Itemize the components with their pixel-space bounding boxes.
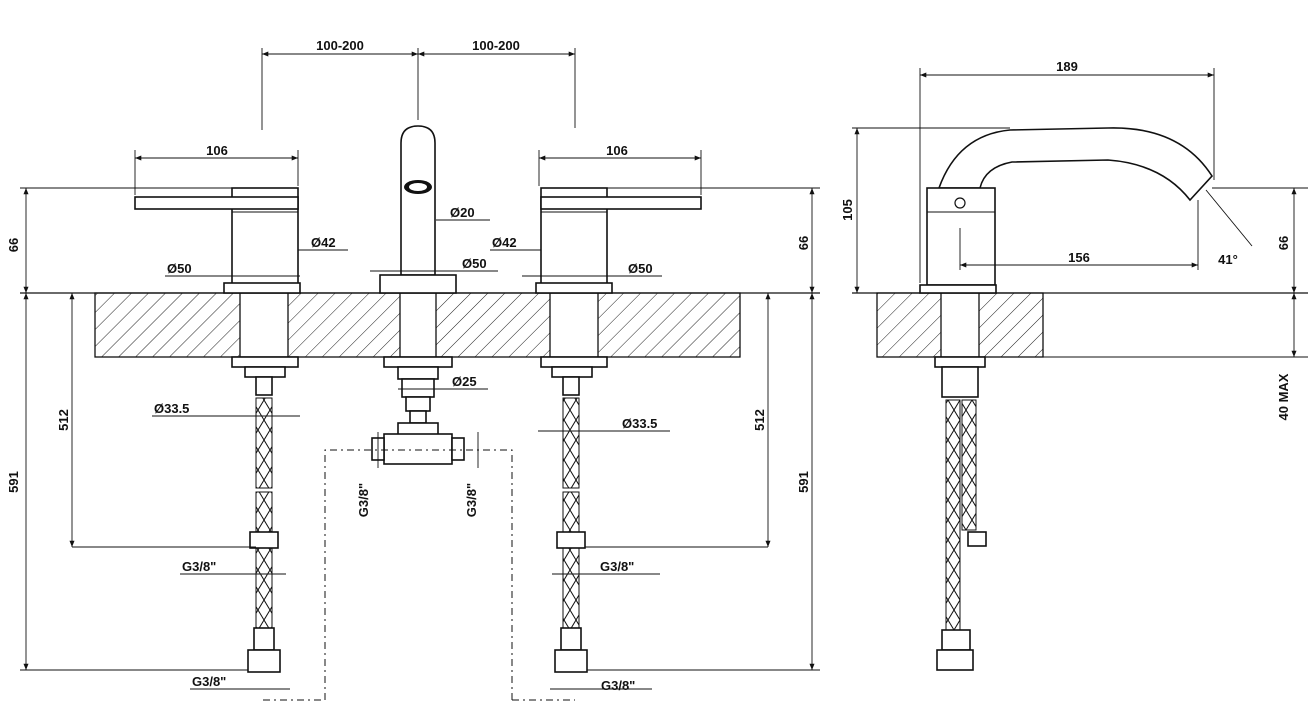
base-diameter-left-label: Ø50 bbox=[167, 261, 192, 276]
thread-bot-left-label: G3/8" bbox=[192, 674, 226, 689]
tee-thread-left-label: G3/8" bbox=[356, 483, 371, 517]
side-deck-height-label: 66 bbox=[1276, 236, 1291, 250]
total-length-left-label: 591 bbox=[6, 471, 21, 493]
total-length-right-label: 591 bbox=[796, 471, 811, 493]
thread-mid-left-label: G3/8" bbox=[182, 559, 216, 574]
handle-diameter-right-label: Ø42 bbox=[492, 235, 517, 250]
side-projection-label: 156 bbox=[1068, 250, 1090, 265]
diameter-dims: Ø20 Ø42 Ø42 Ø50 Ø50 Ø50 Ø25 Ø33.5 Ø33.5 bbox=[152, 205, 670, 432]
tee-thread-right-label: G3/8" bbox=[464, 483, 479, 517]
under-counter-right bbox=[540, 356, 608, 673]
left-mixer-handle bbox=[134, 187, 301, 294]
thread-bot-right-label: G3/8" bbox=[601, 678, 635, 693]
lever-left-label: 106 bbox=[206, 143, 228, 158]
thread-mid-right-label: G3/8" bbox=[600, 559, 634, 574]
hose-length-dims: 512 512 591 591 bbox=[6, 293, 820, 671]
height-left-label: 66 bbox=[6, 238, 21, 252]
under-counter-left bbox=[231, 356, 299, 673]
spout-diameter-label: Ø20 bbox=[450, 205, 475, 220]
handle-diameter-left-label: Ø42 bbox=[311, 235, 336, 250]
side-height-label: 105 bbox=[840, 199, 855, 221]
hose-length-left-label: 512 bbox=[56, 409, 71, 431]
side-view-dims: 189 105 156 41° 66 40 MAX bbox=[840, 59, 1308, 420]
center-distance-dims: 100-200 100-200 bbox=[261, 38, 576, 130]
thread-dims: G3/8" G3/8" G3/8" G3/8" G3/8" G3/8" bbox=[180, 432, 660, 693]
height-right-label: 66 bbox=[796, 236, 811, 250]
max-deck-label: 40 MAX bbox=[1276, 373, 1291, 420]
shank-left-label: Ø33.5 bbox=[154, 401, 189, 416]
countertop-section bbox=[20, 292, 820, 358]
side-view bbox=[852, 127, 1308, 671]
base-diameter-spout-label: Ø50 bbox=[462, 256, 487, 271]
spout-shank-label: Ø25 bbox=[452, 374, 477, 389]
center-left-label: 100-200 bbox=[316, 38, 364, 53]
lever-right-label: 106 bbox=[606, 143, 628, 158]
shank-right-label: Ø33.5 bbox=[622, 416, 657, 431]
under-counter-spout bbox=[263, 356, 575, 701]
hose-length-right-label: 512 bbox=[752, 409, 767, 431]
side-angle-label: 41° bbox=[1218, 252, 1238, 267]
spout bbox=[379, 125, 457, 294]
lever-dims: 106 106 bbox=[134, 143, 702, 195]
right-mixer-handle bbox=[535, 187, 702, 294]
height-dims: 66 66 bbox=[6, 187, 820, 293]
center-right-label: 100-200 bbox=[472, 38, 520, 53]
side-depth-label: 189 bbox=[1056, 59, 1078, 74]
base-diameter-right-label: Ø50 bbox=[628, 261, 653, 276]
